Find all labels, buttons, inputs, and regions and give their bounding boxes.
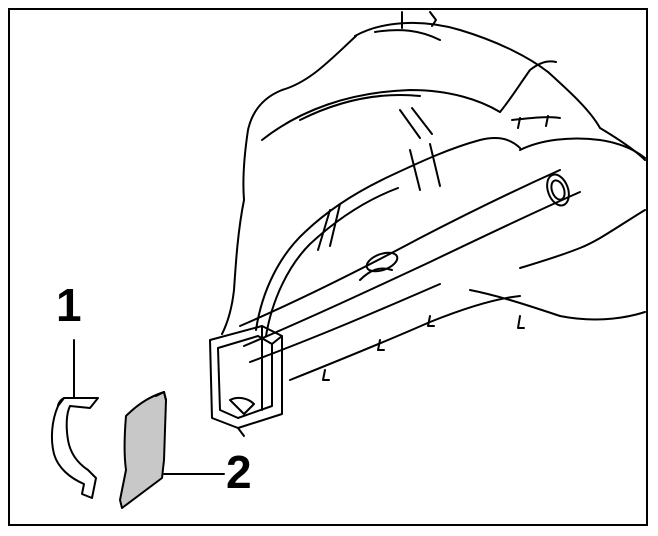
leader-lines — [73, 339, 225, 475]
callout-1: 1 — [56, 279, 82, 331]
callout-2: 2 — [226, 446, 252, 498]
part-2-insert — [119, 391, 167, 509]
diagram-frame — [8, 8, 648, 526]
body-assembly — [209, 11, 646, 437]
part-1-bracket — [50, 397, 99, 499]
